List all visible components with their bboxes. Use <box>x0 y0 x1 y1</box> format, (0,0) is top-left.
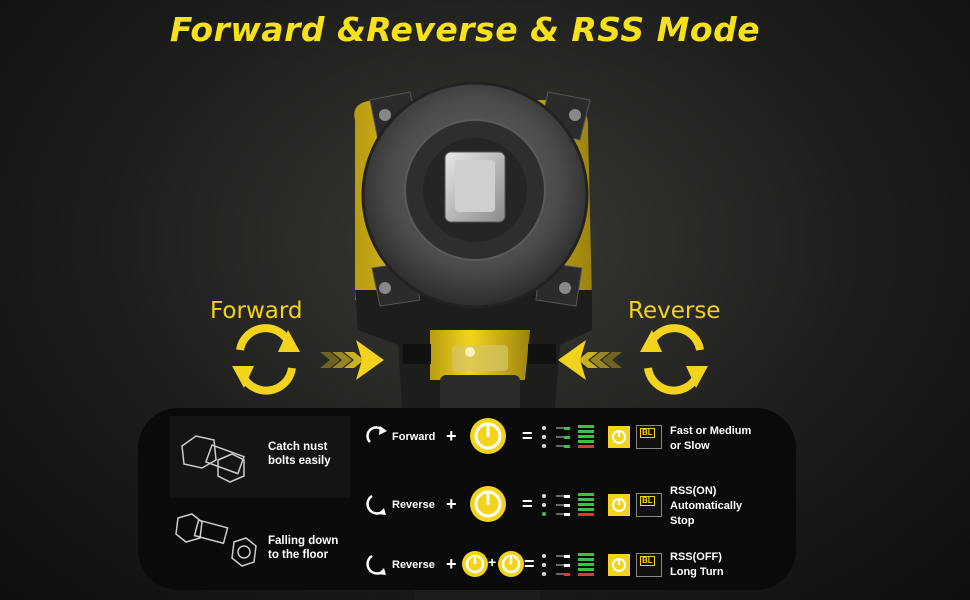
mode-direction: Forward <box>392 431 436 443</box>
power-button-small-icon <box>608 426 630 448</box>
plus-sign: + <box>446 494 457 514</box>
bl-brushless-badge: BL <box>636 493 662 517</box>
rotate-reverse-icon <box>366 494 386 515</box>
power-button-icon <box>462 551 488 577</box>
led-indicator-icon <box>542 493 594 516</box>
feature-falling-text: Falling down to the floor <box>268 535 339 561</box>
bl-brushless-badge: BL <box>636 425 662 449</box>
bolt-nut-icon <box>181 435 245 483</box>
mode-row-reverse-rss-off: Reverse + + = BL RSS(OFF) Long Turn <box>366 548 786 588</box>
power-button-small-icon <box>608 494 630 516</box>
reverse-label: Reverse <box>628 298 721 324</box>
page-title: Forward &Reverse & RSS Mode <box>169 10 761 49</box>
mode-direction: Reverse <box>392 499 435 511</box>
feature-catch-text: Catch nust bolts easily <box>268 441 331 467</box>
mode-result: Fast or Medium or Slow <box>670 425 752 452</box>
mode-result: RSS(ON) Automatically Stop <box>670 485 743 527</box>
mode-direction: Reverse <box>392 559 435 571</box>
plus-sign: + <box>446 426 457 446</box>
rotate-cw-icon-left <box>232 324 300 395</box>
bl-brushless-badge: BL <box>636 553 662 577</box>
led-indicator-icon <box>542 553 594 576</box>
plus-sign: + <box>446 554 457 574</box>
led-indicator-icon <box>542 425 594 448</box>
power-button-icon <box>470 486 506 522</box>
power-button-icon <box>498 551 524 577</box>
feature-catch: Catch nust bolts easily <box>170 416 350 498</box>
equals-sign: = <box>522 494 533 514</box>
plus-sign: + <box>488 554 497 570</box>
mode-info-panel: Catch nust bolts easily Falling down to … <box>138 408 796 590</box>
power-button-small-icon <box>608 554 630 576</box>
equals-sign: = <box>522 426 533 446</box>
power-button-icon <box>470 418 506 454</box>
forward-label: Forward <box>210 298 303 324</box>
rotate-forward-icon <box>366 426 387 443</box>
mode-row-forward: Forward + = BL Fast or Medium or Slow <box>366 418 786 460</box>
mode-result: RSS(OFF) Long Turn <box>670 551 724 578</box>
bolt-nut-separated-icon <box>175 513 257 567</box>
equals-sign: = <box>524 554 535 574</box>
feature-falling: Falling down to the floor <box>170 508 350 580</box>
rotate-reverse-icon <box>366 554 386 575</box>
rotate-ccw-icon-right <box>640 324 708 395</box>
mode-row-reverse-rss-on: Reverse + = BL RSS(ON) Automatically Sto… <box>366 485 786 528</box>
